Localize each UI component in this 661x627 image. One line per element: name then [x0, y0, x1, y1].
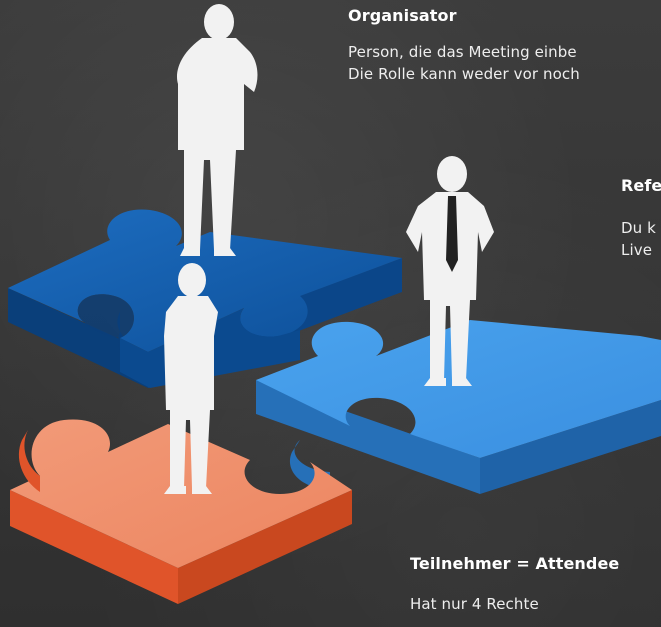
referent-figure-icon	[406, 156, 494, 386]
organisator-figure-icon	[177, 4, 258, 256]
light-blue-puzzle-piece	[256, 320, 661, 494]
teilnehmer-title: Teilnehmer = Attendee	[410, 554, 620, 573]
teilnehmer-desc: Hat nur 4 Rechte	[410, 595, 539, 613]
organisator-title: Organisator	[348, 6, 457, 25]
referent-title: Refe	[621, 176, 661, 195]
teilnehmer-figure-icon	[164, 263, 218, 494]
organisator-desc-line2: Die Rolle kann weder vor noch	[348, 65, 580, 83]
referent-desc-line1: Du k	[621, 219, 656, 237]
organisator-desc-line1: Person, die das Meeting einbe	[348, 43, 577, 61]
referent-desc-line2: Live	[621, 241, 653, 259]
